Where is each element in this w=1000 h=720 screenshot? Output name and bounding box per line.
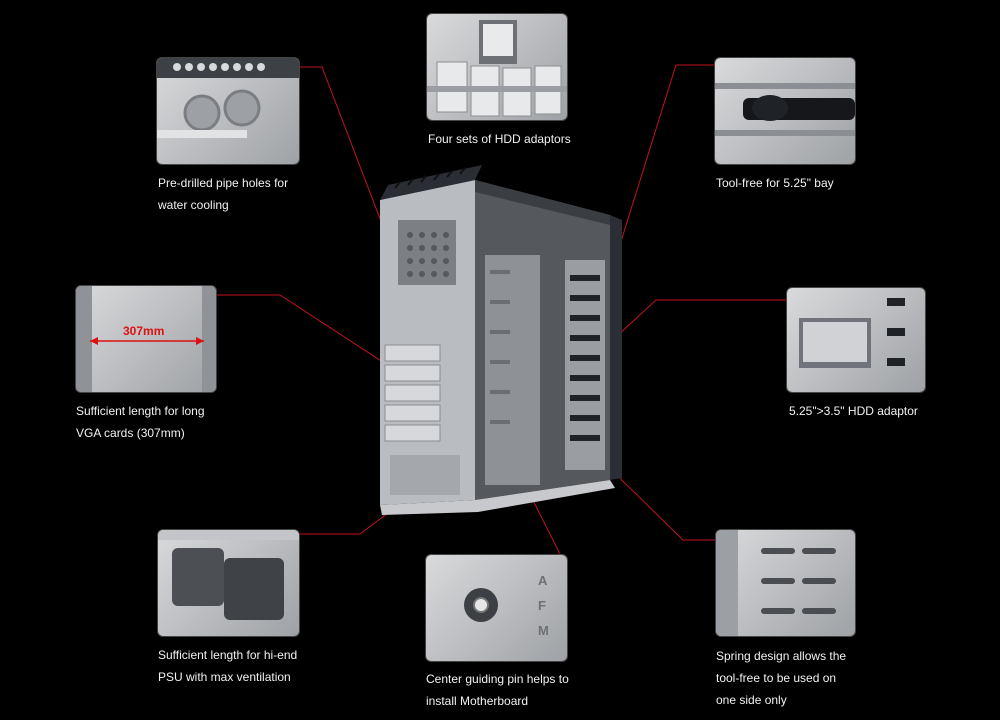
vga-length-measure-label: 307mm [123,324,165,338]
psu-photo [158,530,299,636]
hdd-adaptors-photo [427,14,567,120]
spring-photo [716,530,855,636]
vga-length-caption: Sufficient length for long VGA cards (30… [76,404,205,440]
spring-caption: Spring design allows the tool-free to be… [716,649,847,707]
pc-case-image [380,165,622,515]
guide-pin-caption: Center guiding pin helps to install Moth… [426,672,569,708]
tool-free-caption: Tool-free for 5.25" bay [716,176,834,190]
pipe-holes-caption: Pre-drilled pipe holes for water cooling [158,176,289,212]
vga-length-photo: 307mm [76,286,216,392]
tool-free-photo [715,58,855,164]
callout-line-vga-length [217,294,396,371]
psu-caption: Sufficient length for hi-end PSU with ma… [158,648,298,684]
hdd-adaptors-caption: Four sets of HDD adaptors [428,132,571,146]
svg-text:F: F [538,598,546,613]
hdd-adaptor-size-caption: 5.25">3.5" HDD adaptor [789,404,918,418]
hdd-adaptor-size-photo [787,288,925,392]
pipe-holes-photo [157,58,299,164]
svg-text:A: A [538,573,548,588]
svg-text:M: M [538,623,549,638]
